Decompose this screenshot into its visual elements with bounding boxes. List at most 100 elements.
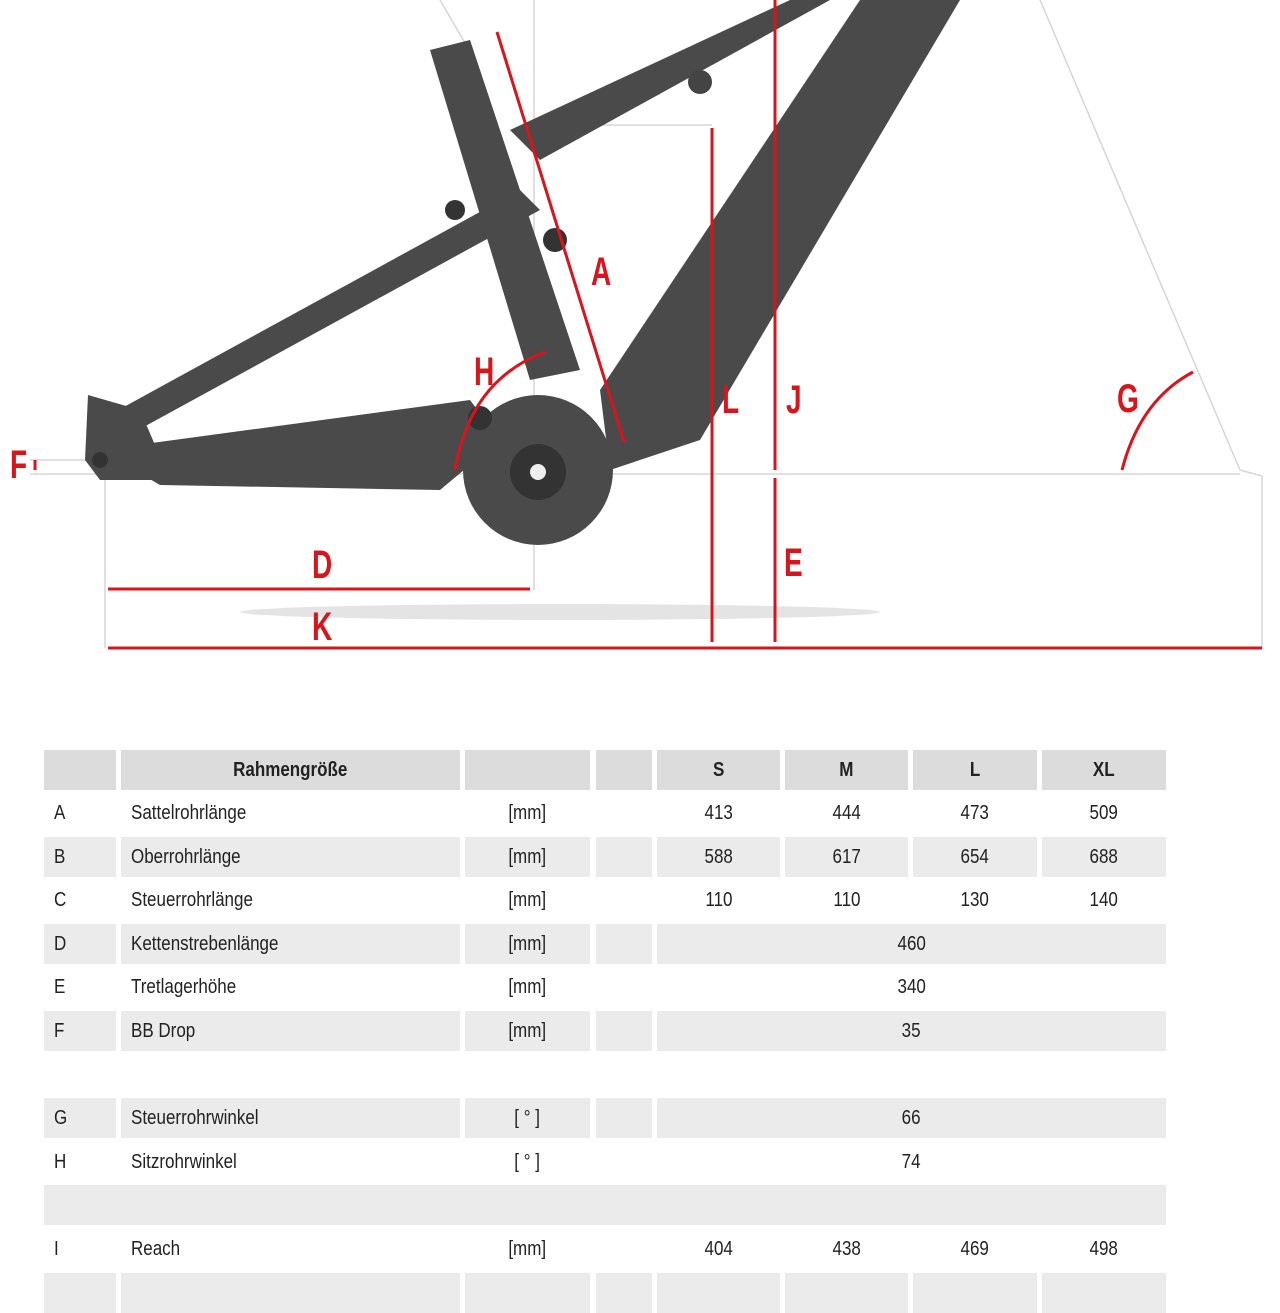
size-value-l: 473	[913, 793, 1037, 833]
row-key: G	[54, 1098, 116, 1138]
pad	[121, 924, 131, 964]
row-name: Sitzrohrwinkel	[131, 1142, 460, 1182]
size-value-xl: 498	[1042, 1229, 1166, 1269]
cutoff-row-cell	[44, 1273, 116, 1313]
all-sizes-value: 460	[657, 924, 1166, 964]
row-name: Sattelrohrlänge	[131, 793, 460, 833]
row-name-text: Tretlagerhöhe	[131, 976, 237, 998]
cutoff-row-cell	[785, 1273, 908, 1313]
row-unit: [mm]	[465, 924, 590, 964]
row-name-text: Sattelrohrlänge	[131, 802, 247, 824]
all-sizes-value-text: 74	[902, 1151, 921, 1173]
row-name-text: Steuerrohrlänge	[131, 889, 253, 911]
row-name: Reach	[131, 1229, 460, 1269]
size-value-l: 654	[913, 837, 1037, 877]
size-value-xl-text: 688	[1089, 846, 1119, 868]
all-sizes-value: 74	[657, 1142, 1166, 1182]
size-value-l: 130	[913, 880, 1037, 920]
row-name: Tretlagerhöhe	[131, 967, 460, 1007]
all-sizes-value-text: 35	[902, 1020, 921, 1042]
cutoff-row-cell	[1042, 1273, 1166, 1313]
row-unit: [mm]	[465, 837, 590, 877]
header-cell: XL	[1042, 750, 1166, 790]
size-value-s-text: 588	[704, 846, 733, 868]
pad	[121, 1011, 131, 1051]
header-cell-text: Rahmengröße	[233, 759, 348, 781]
size-value-m: 444	[785, 793, 908, 833]
row-unit-text: [ ° ]	[514, 1107, 541, 1129]
cutoff-row-cell	[657, 1273, 780, 1313]
empty-cell	[596, 1142, 652, 1182]
spacer-cell	[657, 1055, 780, 1095]
size-value-m: 438	[785, 1229, 908, 1269]
row-key-text: C	[54, 889, 67, 911]
row-key: F	[54, 1011, 116, 1051]
size-value-l-text: 130	[960, 889, 990, 911]
all-sizes-value: 66	[657, 1098, 1166, 1138]
size-value-s: 588	[657, 837, 780, 877]
dimension-labels: A H L J G F D E K	[10, 250, 1139, 649]
size-value-m: 617	[785, 837, 908, 877]
dim-line-a	[495, 31, 626, 443]
spacer-cell	[596, 1055, 652, 1095]
pad	[121, 837, 131, 877]
label-j: J	[786, 378, 802, 422]
row-unit-text: [mm]	[508, 1238, 547, 1260]
row-key-text: H	[54, 1151, 67, 1173]
row-name-text: Kettenstrebenlänge	[131, 933, 279, 955]
all-sizes-value: 340	[657, 967, 1166, 1007]
row-unit: [ ° ]	[465, 1142, 590, 1182]
label-e: E	[784, 541, 803, 585]
size-value-xl: 688	[1042, 837, 1166, 877]
row-name-text: Oberrohrlänge	[131, 846, 241, 868]
cutoff-row-cell	[913, 1273, 1037, 1313]
row-name: Oberrohrlänge	[131, 837, 460, 877]
size-value-s: 110	[657, 880, 780, 920]
row-unit: [mm]	[465, 967, 590, 1007]
pad	[44, 837, 54, 877]
size-value-m-text: 617	[832, 846, 861, 868]
header-cell-text: M	[839, 759, 854, 781]
size-value-xl: 509	[1042, 793, 1166, 833]
size-value-m-text: 444	[832, 802, 861, 824]
row-name-text: Steuerrohrwinkel	[131, 1107, 259, 1129]
size-value-s-text: 413	[704, 802, 733, 824]
row-key: B	[54, 837, 116, 877]
header-cell	[44, 750, 116, 790]
all-sizes-value-text: 66	[902, 1107, 921, 1129]
size-value-xl-text: 140	[1089, 889, 1119, 911]
spacer-cell	[121, 1055, 460, 1095]
spacer-row	[44, 1185, 1166, 1225]
row-unit-text: [ ° ]	[514, 1151, 541, 1173]
cutoff-row-cell	[465, 1273, 590, 1313]
cutoff-row-cell	[596, 1273, 652, 1313]
row-unit: [mm]	[465, 880, 590, 920]
header-cell	[465, 750, 590, 790]
pad	[44, 924, 54, 964]
header-cell-text: L	[969, 759, 981, 781]
size-value-s-text: 404	[704, 1238, 733, 1260]
spacer-cell	[913, 1055, 1037, 1095]
empty-cell	[596, 967, 652, 1007]
row-name: BB Drop	[131, 1011, 460, 1051]
label-g: G	[1117, 377, 1139, 421]
spacer-cell	[465, 1055, 590, 1095]
dimension-lines	[33, 0, 1262, 650]
size-value-xl: 140	[1042, 880, 1166, 920]
size-value-s: 404	[657, 1229, 780, 1269]
bike-frame	[85, 0, 960, 545]
label-a: A	[591, 250, 611, 294]
all-sizes-value-text: 460	[897, 933, 926, 955]
size-value-xl-text: 509	[1089, 802, 1119, 824]
row-key: H	[54, 1142, 116, 1182]
label-l: L	[722, 378, 739, 422]
row-unit-text: [mm]	[508, 889, 547, 911]
dim-arc-g	[1120, 370, 1194, 471]
header-cell-text: XL	[1093, 759, 1115, 781]
ground-shadow	[240, 604, 880, 620]
row-unit-text: [mm]	[508, 846, 547, 868]
header-cell-text: S	[712, 759, 725, 781]
spacer-cell	[1042, 1055, 1166, 1095]
label-h: H	[474, 350, 494, 394]
